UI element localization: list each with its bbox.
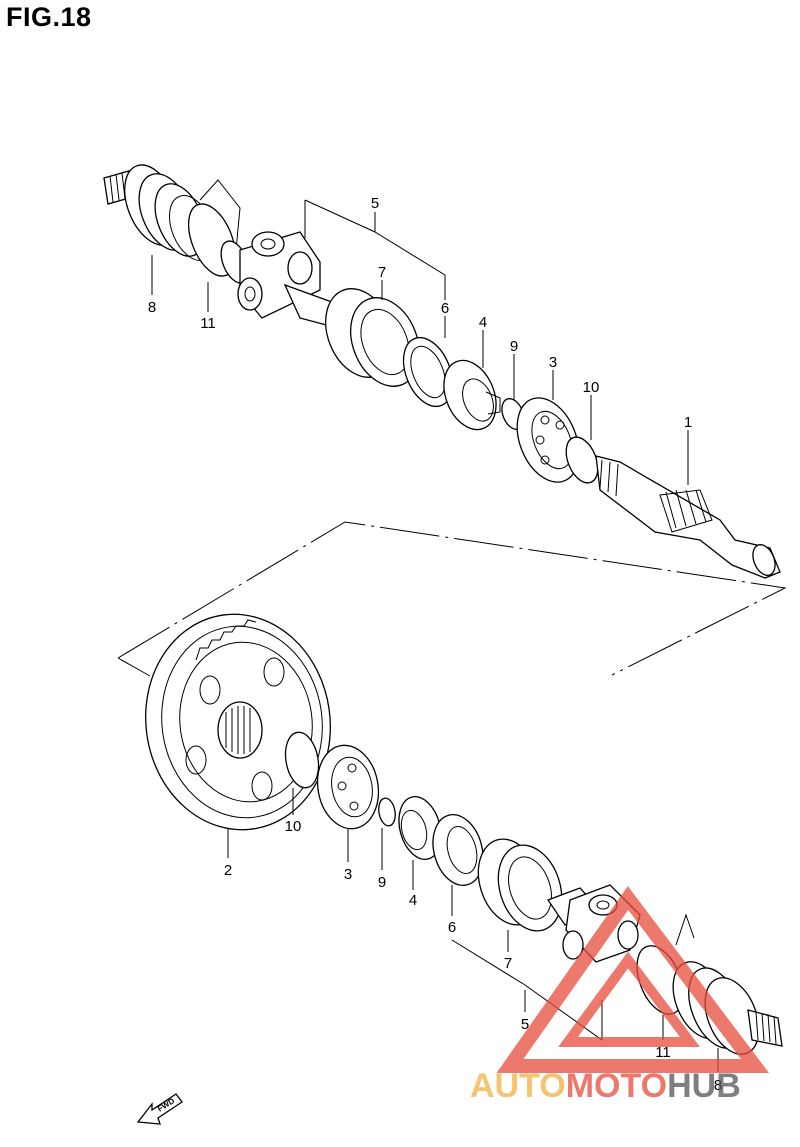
callout-4-upper: 4 bbox=[479, 314, 487, 331]
callout-6-lower: 6 bbox=[448, 919, 456, 936]
lower-washer-part-10 bbox=[284, 731, 320, 789]
plane-outline-left bbox=[117, 657, 151, 677]
upper-washer-part-10 bbox=[565, 436, 599, 484]
watermark-moto: MOTO bbox=[566, 1067, 667, 1105]
lower-ring-part-6 bbox=[432, 814, 484, 886]
callout-10-lower: 10 bbox=[285, 818, 302, 835]
lower-assembly bbox=[145, 613, 783, 1055]
plane-outline bbox=[117, 521, 787, 676]
callout-3-upper: 3 bbox=[549, 354, 557, 371]
callout-5-upper: 5 bbox=[371, 195, 379, 212]
callout-8-lower: 8 bbox=[714, 1077, 722, 1094]
lower-sleeve-part-7 bbox=[477, 838, 563, 932]
ring-gear-part-2 bbox=[145, 613, 331, 831]
upper-boot-part-8 bbox=[103, 164, 215, 261]
arrow-icon bbox=[136, 1093, 183, 1125]
callout-4-lower: 4 bbox=[409, 892, 417, 909]
lower-bearing-part-3 bbox=[316, 744, 380, 830]
callout-2: 2 bbox=[224, 862, 232, 879]
callout-3-lower: 3 bbox=[344, 866, 352, 883]
upper-shaft-assembly bbox=[103, 164, 781, 579]
callout-8-upper: 8 bbox=[148, 299, 156, 316]
svg-text:AUTOMOTOHUB: AUTOMOTOHUB bbox=[470, 1067, 741, 1105]
callout-11-upper: 11 bbox=[200, 315, 216, 332]
callout-7-lower: 7 bbox=[504, 955, 512, 972]
upper-ring-part-6 bbox=[402, 336, 454, 408]
fwd-arrow: FWD bbox=[136, 1093, 183, 1125]
lower-snap-ring-part-9 bbox=[378, 797, 396, 827]
callout-5-lower: 5 bbox=[521, 1016, 529, 1033]
callout-9-lower: 9 bbox=[378, 874, 386, 891]
callout-11-lower: 11 bbox=[655, 1044, 671, 1061]
upper-coupler-part-4 bbox=[443, 359, 501, 431]
callout-1: 1 bbox=[684, 414, 692, 431]
callout-9-upper: 9 bbox=[510, 338, 518, 355]
watermark: AUTOMOTOHUB bbox=[470, 886, 770, 1105]
upper-sleeve-part-7 bbox=[325, 288, 420, 387]
callout-10-upper: 10 bbox=[583, 379, 600, 396]
callout-7-upper: 7 bbox=[378, 264, 386, 281]
triangle-logo-icon bbox=[496, 886, 770, 1073]
watermark-auto: AUTO bbox=[470, 1067, 566, 1105]
callout-6-upper: 6 bbox=[441, 300, 449, 317]
watermark-hub: HUB bbox=[667, 1067, 741, 1105]
upper-bearing-part-3 bbox=[516, 397, 580, 483]
drive-shaft-part-1 bbox=[595, 455, 781, 579]
figure-title: FIG.18 bbox=[6, 2, 92, 32]
